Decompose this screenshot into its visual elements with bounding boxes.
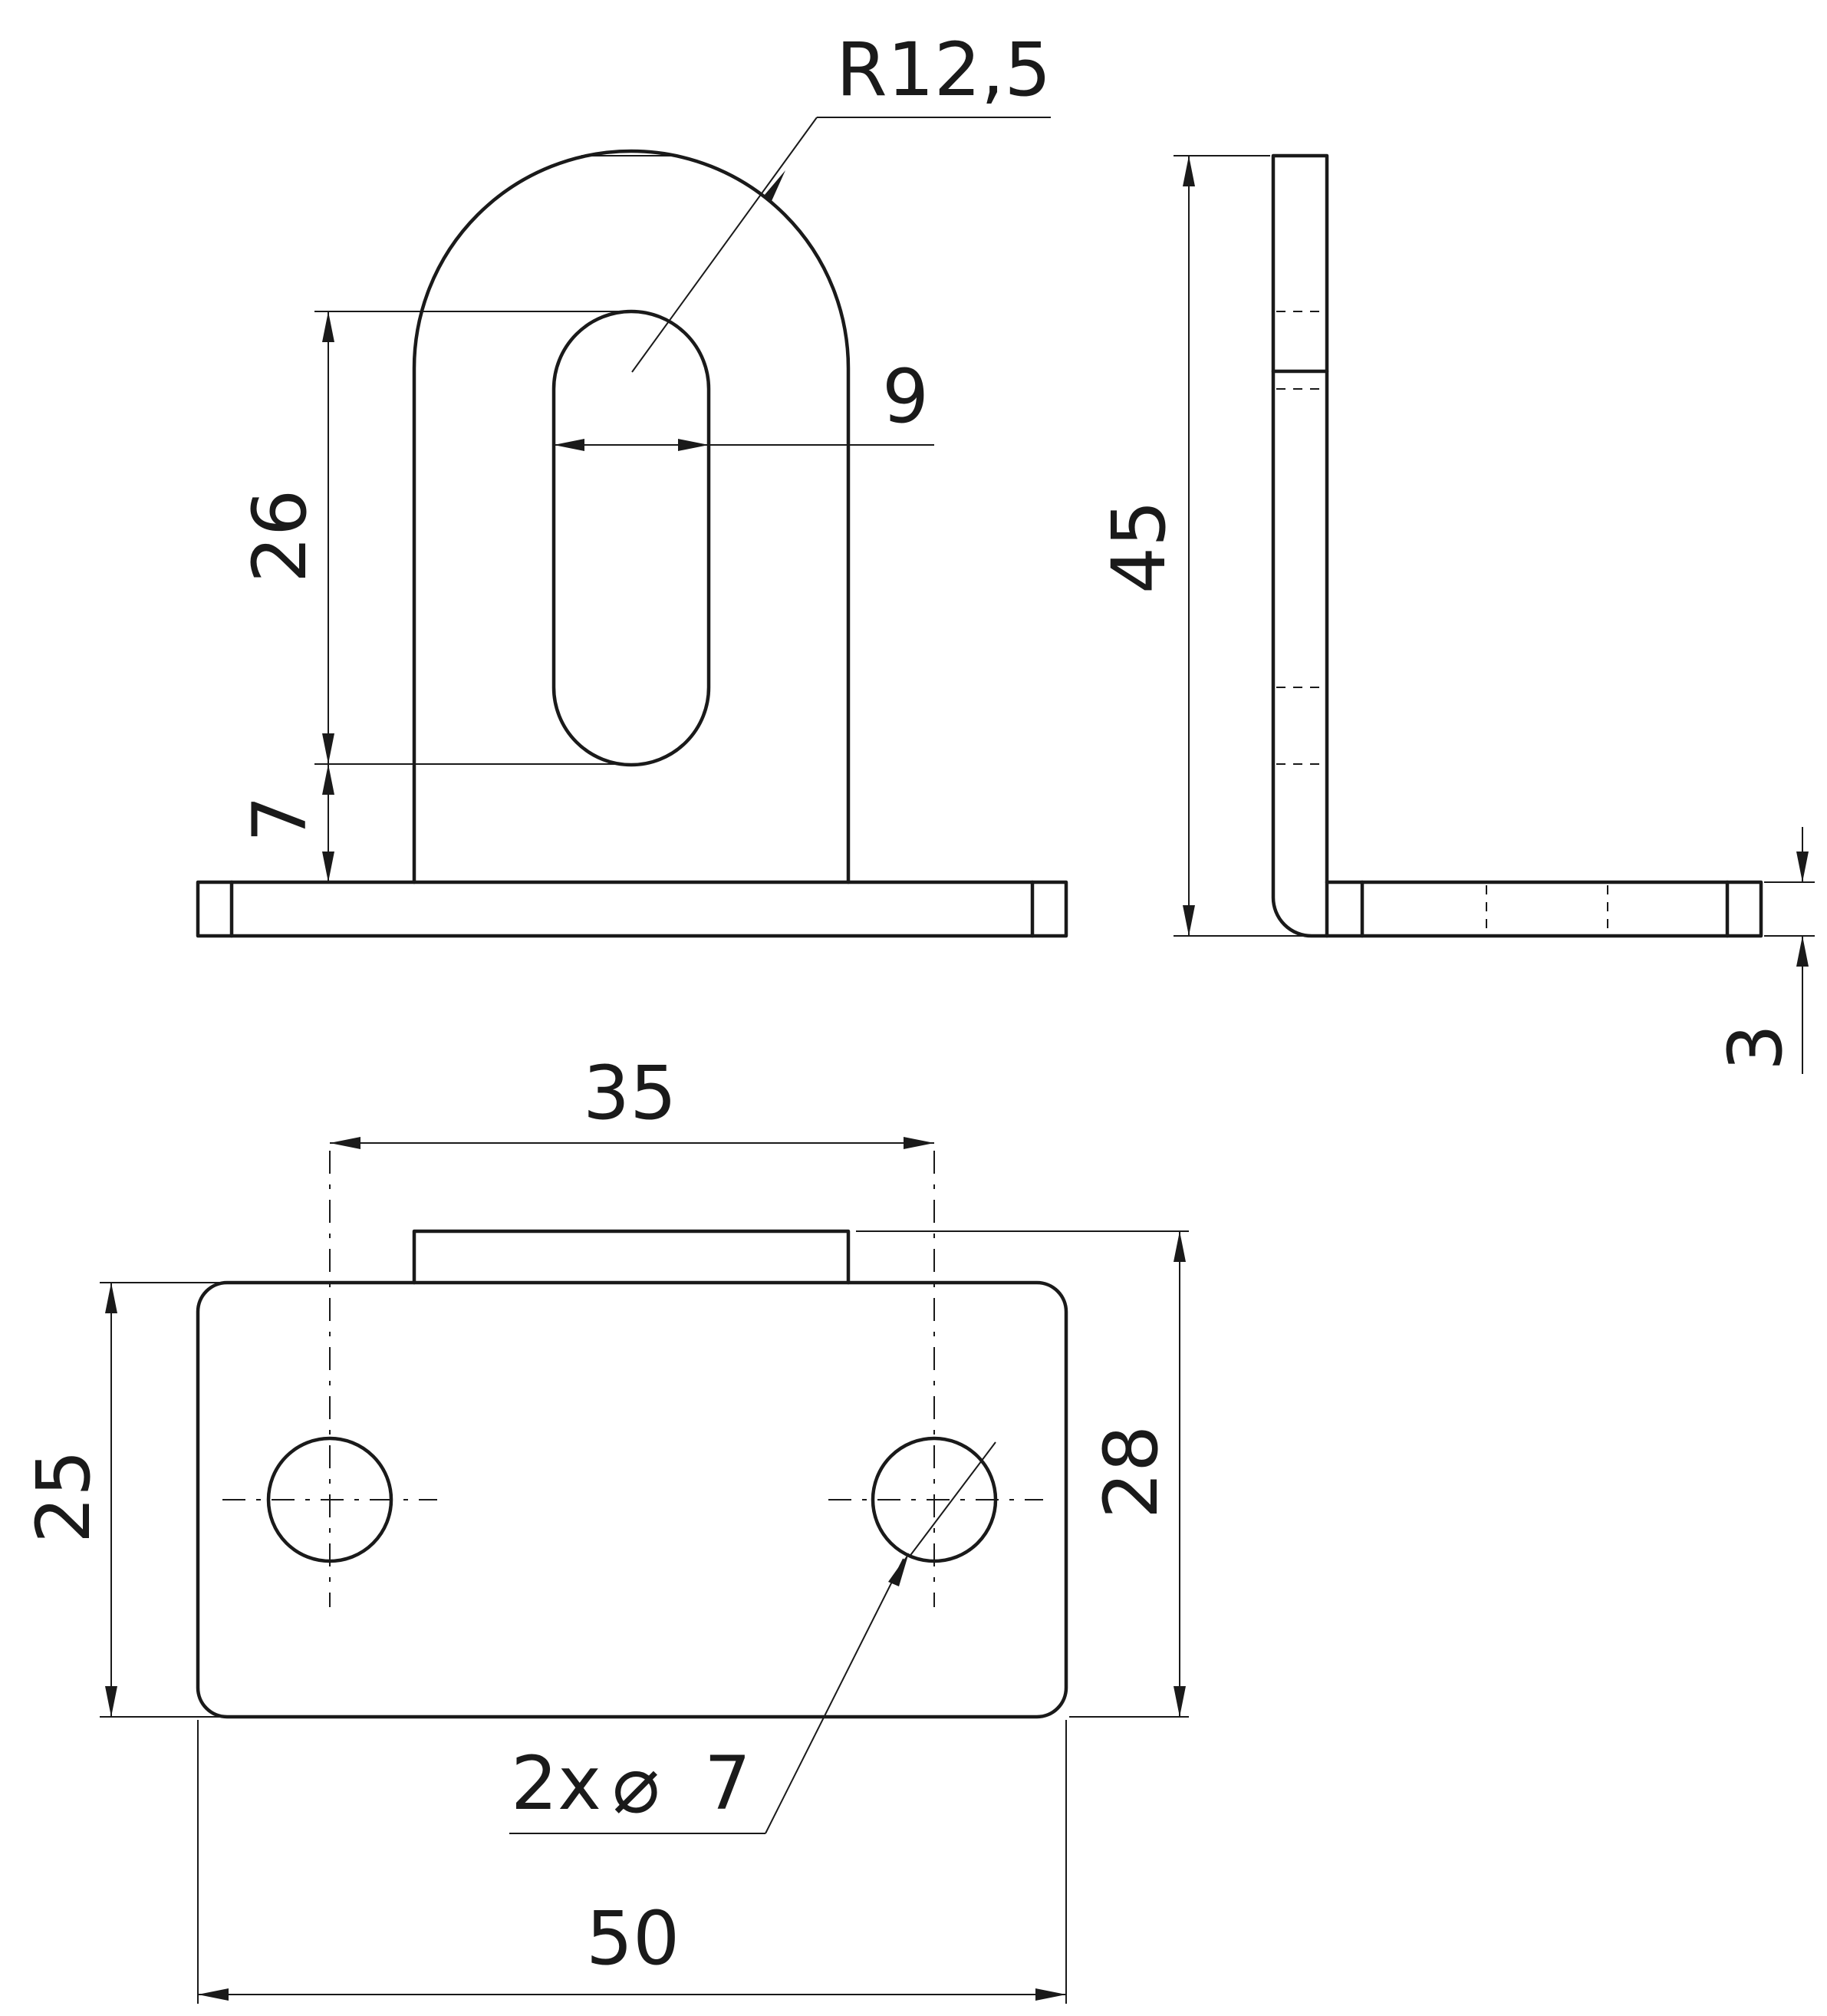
top-view: 35 25 28 2x ⌀ 7 50 [21,1050,1189,2004]
slot-width-arrow-left [554,439,584,451]
radius-leader-line [631,117,818,373]
hole-spacing-arrow-right [904,1137,934,1149]
slot-length-arrow-top [322,311,334,342]
hole-callout-leader [765,1558,904,1834]
front-view-base-plate [196,880,1068,938]
radius-label: R12,5 [836,27,1051,113]
slot-offset-arrow-top [322,764,334,795]
thickness-arrow-top [1796,852,1809,882]
overall-depth-label: 28 [1088,1425,1174,1519]
top-view-base-plate [196,1280,1068,1719]
hole-callout-through-line [908,1441,996,1558]
slot-offset-label: 7 [237,796,323,842]
overall-depth-arrow-top [1174,1231,1186,1262]
front-view-slot [551,309,711,767]
height-arrow-bottom [1183,905,1195,936]
hole-spacing-arrow-left [330,1137,360,1149]
height-arrow-top [1183,156,1195,186]
slot-length-arrow-bottom [322,733,334,764]
width-arrow-left [198,1988,229,2001]
depth-arrow-top [105,1283,117,1313]
hole-spacing-label: 35 [583,1050,676,1136]
height-label: 45 [1096,500,1182,594]
thickness-label: 3 [1713,1024,1799,1071]
hole-callout-arrow [888,1553,909,1586]
top-view-tab [412,1229,851,1285]
depth-arrow-bottom [105,1686,117,1717]
slot-width-arrow-right [678,439,709,451]
hole-callout-size: 7 [704,1741,751,1827]
width-label: 50 [586,1896,680,1981]
slot-length-label: 26 [237,489,323,583]
overall-depth-arrow-bottom [1174,1686,1186,1717]
thickness-arrow-bottom [1796,936,1809,967]
side-view: 45 3 [1096,153,1815,1074]
depth-label: 25 [21,1450,107,1543]
slot-offset-arrow-bottom [322,852,334,882]
slot-width-label: 9 [882,354,929,440]
front-view-tab-outline [412,149,851,884]
width-arrow-right [1035,1988,1066,2001]
front-view: R12,5 9 26 7 [196,27,1068,938]
radius-leader-arrow [764,170,785,201]
hole-callout-diameter-symbol: ⌀ [612,1738,660,1831]
hole-callout-count: 2x [511,1741,601,1827]
side-view-outline [1271,153,1763,938]
